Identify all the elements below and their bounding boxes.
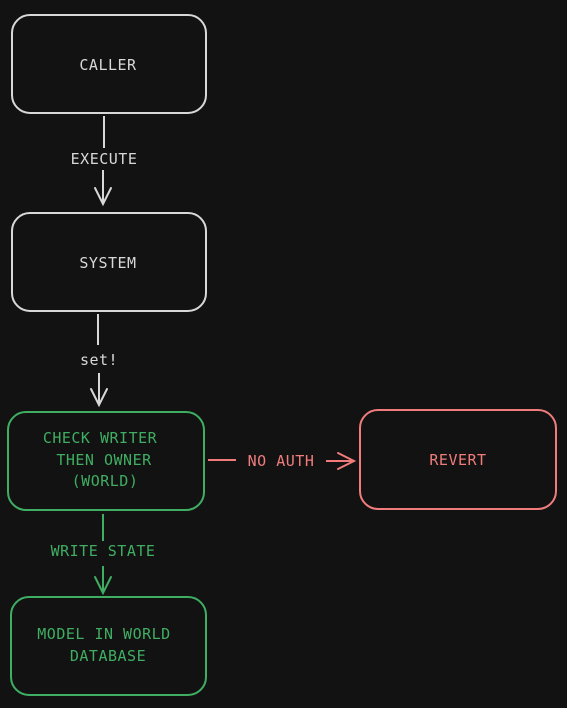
edge-set: set! (80, 314, 118, 408)
node-model-database: MODEL IN WORLD DATABASE (10, 596, 207, 696)
edge-set-arrowhead (90, 388, 108, 408)
edge-write-state-arrowhead (94, 576, 112, 596)
edge-set-label: set! (80, 351, 118, 369)
node-caller-box (11, 14, 207, 114)
edge-write-state: WRITE STATE (51, 514, 156, 596)
edge-no-auth-arrowhead (337, 452, 357, 470)
edge-execute-label: EXECUTE (71, 150, 138, 168)
node-revert: REVERT (359, 409, 557, 510)
edge-no-auth-label: NO AUTH (248, 452, 315, 470)
node-model-database-box (10, 596, 207, 696)
node-caller-label: CALLER (79, 56, 137, 74)
node-revert-box (359, 409, 557, 510)
node-system-box (11, 212, 207, 312)
node-caller: CALLER (11, 14, 207, 114)
node-check-writer-label-line-2: THEN OWNER (56, 451, 152, 469)
node-revert-label: REVERT (429, 451, 486, 469)
node-check-writer: CHECK WRITER THEN OWNER (WORLD) (7, 411, 205, 511)
edge-write-state-label: WRITE STATE (51, 542, 156, 560)
node-model-database-label-line-2: DATABASE (70, 647, 146, 665)
node-system-label: SYSTEM (79, 254, 136, 272)
node-model-database-label-line-1: MODEL IN WORLD (37, 625, 170, 643)
edge-no-auth: NO AUTH (208, 452, 357, 470)
node-check-writer-label-line-1: CHECK WRITER (43, 429, 158, 447)
node-check-writer-box (7, 411, 205, 511)
edge-execute: EXECUTE (71, 116, 138, 207)
node-system: SYSTEM (11, 212, 207, 312)
node-check-writer-label-line-3: (WORLD) (72, 472, 139, 490)
edge-execute-arrowhead (94, 187, 112, 207)
